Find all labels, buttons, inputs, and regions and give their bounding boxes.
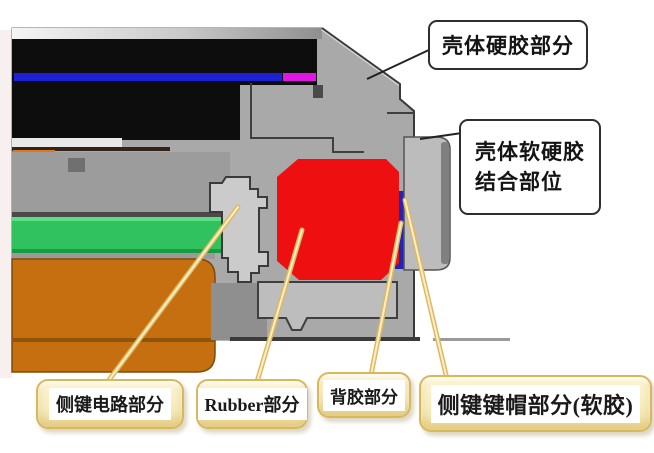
callout-hard-shell: 壳体硬胶部分 xyxy=(428,20,588,70)
housing-inner-step-outline xyxy=(250,83,364,153)
housing-bottom-edge xyxy=(230,337,420,341)
dark-edge-above-pcb xyxy=(12,212,232,217)
rubber-block xyxy=(277,159,399,280)
orange-bracket xyxy=(11,258,216,373)
callout-hard-shell-label: 壳体硬胶部分 xyxy=(442,34,574,58)
callout-keycap: 侧键键帽部分(软胶) xyxy=(419,375,652,432)
callout-back-adhesive: 背胶部分 xyxy=(317,372,411,418)
leader-lines-yellow xyxy=(97,197,453,395)
callout-back-adhesive-label: 背胶部分 xyxy=(323,379,405,411)
dark-notch xyxy=(313,85,323,98)
left-margin-strip xyxy=(0,30,12,378)
pcb-top-highlight xyxy=(12,217,232,221)
leader-soft-hard-joint xyxy=(419,132,463,140)
callout-soft-hard-joint-line2: 结合部位 xyxy=(475,170,563,194)
callout-rubber-label: Rubber部分 xyxy=(197,388,307,420)
orange-bracket-seam xyxy=(12,338,214,342)
side-key-circuit-piece xyxy=(209,176,269,283)
leader-hard-shell xyxy=(366,48,432,80)
pcb-bottom-shade xyxy=(12,249,232,253)
leader-rubber-core xyxy=(253,229,303,393)
housing-recess xyxy=(257,281,398,331)
callout-soft-hard-joint-line1: 壳体软硬胶 xyxy=(475,139,585,164)
callout-soft-hard-joint-label: 壳体软硬胶 结合部位 xyxy=(475,137,585,198)
housing-top-strip xyxy=(12,28,322,39)
black-stack-lower xyxy=(12,81,240,140)
leader-circuit-core xyxy=(99,206,239,393)
magenta-part xyxy=(283,73,316,81)
callout-side-key-circuit-label: 侧键电路部分 xyxy=(49,388,171,420)
blue-layer-line xyxy=(14,73,282,81)
mid-gray-zone xyxy=(12,152,230,214)
keycap-right-shade xyxy=(441,142,449,264)
green-pcb xyxy=(12,217,232,253)
callout-side-key-circuit: 侧键电路部分 xyxy=(36,379,184,429)
leader-keycap-core xyxy=(404,199,451,393)
callout-keycap-label: 侧键键帽部分(软胶) xyxy=(430,384,641,423)
gray-square-detail xyxy=(68,158,85,172)
callout-soft-hard-joint: 壳体软硬胶 结合部位 xyxy=(459,119,601,215)
callout-rubber: Rubber部分 xyxy=(196,379,308,429)
housing-right-profile-outline xyxy=(321,27,415,137)
dark-layer-line xyxy=(12,147,170,151)
white-layer xyxy=(12,138,122,147)
gray-sliver xyxy=(12,253,215,259)
thin-baseline-right xyxy=(433,338,510,341)
leader-adhesive-core xyxy=(369,222,402,381)
